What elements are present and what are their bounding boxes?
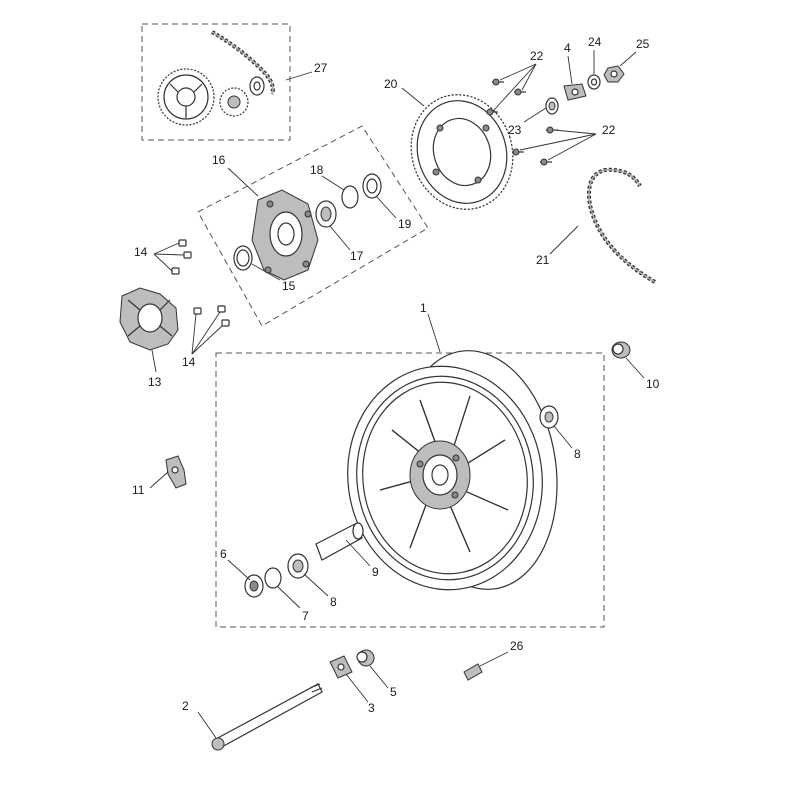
callout-19: 19 xyxy=(398,217,412,231)
inset-front-sprocket xyxy=(219,87,249,117)
bracket-11 xyxy=(165,455,187,489)
callout-21: 21 xyxy=(536,253,550,267)
washer-24 xyxy=(587,74,601,90)
axle-2 xyxy=(211,683,323,751)
callout-17: 17 xyxy=(350,249,364,263)
carrier-bearing-17 xyxy=(315,200,337,228)
callout-1: 1 xyxy=(420,301,427,315)
inset-chain xyxy=(211,30,275,95)
callout-26: 26 xyxy=(510,639,524,653)
callout-16: 16 xyxy=(212,153,226,167)
callout-7: 7 xyxy=(302,609,309,623)
leader-lines xyxy=(149,50,645,739)
cap-10 xyxy=(611,341,631,359)
drive-chain xyxy=(587,167,657,284)
callout-14-upper: 14 xyxy=(134,245,148,259)
seal-19 xyxy=(362,173,382,199)
callout-22-lower: 22 xyxy=(602,123,616,137)
spacer-23 xyxy=(545,97,559,115)
carrier-seal-15 xyxy=(233,245,253,271)
callout-5: 5 xyxy=(390,685,397,699)
cush-rubbers-lower xyxy=(193,305,230,327)
wheel-bearing-8-lower xyxy=(287,553,309,579)
wheel-assembly-box xyxy=(215,352,605,628)
nut-25 xyxy=(603,65,625,83)
callout-15: 15 xyxy=(282,279,296,293)
sprocket-bolts-upper xyxy=(486,78,526,116)
sprocket-carrier xyxy=(251,189,319,281)
wheel-bearing-8-upper xyxy=(539,405,559,429)
callout-23: 23 xyxy=(508,123,522,137)
callout-6: 6 xyxy=(220,547,227,561)
axle-spacer-9 xyxy=(315,522,364,561)
callout-20: 20 xyxy=(384,77,398,91)
cush-drive-13 xyxy=(119,287,179,351)
adjuster-plate-4 xyxy=(563,83,587,101)
callout-13: 13 xyxy=(148,375,162,389)
callout-22-upper: 22 xyxy=(530,49,544,63)
adjuster-block-3 xyxy=(329,655,353,679)
callout-2: 2 xyxy=(182,699,189,713)
callout-labels: 1 2 3 4 5 6 7 8 8 9 10 11 13 14 14 15 16… xyxy=(132,35,660,715)
circlip-7 xyxy=(264,567,282,589)
cap-5 xyxy=(356,649,375,667)
sprocket-bolts-lower xyxy=(512,126,558,166)
callout-14-lower: 14 xyxy=(182,355,196,369)
seal-6 xyxy=(244,574,264,598)
inset-spacer xyxy=(249,76,265,96)
callout-25: 25 xyxy=(636,37,650,51)
callout-10: 10 xyxy=(646,377,660,391)
inset-box-sprocket-kit xyxy=(141,23,291,141)
callout-27: 27 xyxy=(314,61,328,75)
rear-sprocket xyxy=(410,94,514,210)
hub-assembly-box xyxy=(197,125,429,327)
callout-8-upper: 8 xyxy=(574,447,581,461)
valve-26 xyxy=(463,663,483,681)
callout-3: 3 xyxy=(368,701,375,715)
callout-24: 24 xyxy=(588,35,602,49)
callout-18: 18 xyxy=(310,163,324,177)
callout-9: 9 xyxy=(372,565,379,579)
inset-rear-sprocket xyxy=(157,68,215,126)
cush-rubbers-upper xyxy=(171,239,192,275)
rear-wheel xyxy=(347,350,558,591)
circlip-18 xyxy=(341,185,359,209)
callout-4: 4 xyxy=(564,41,571,55)
callout-11: 11 xyxy=(132,483,145,497)
callout-8-lower: 8 xyxy=(330,595,337,609)
